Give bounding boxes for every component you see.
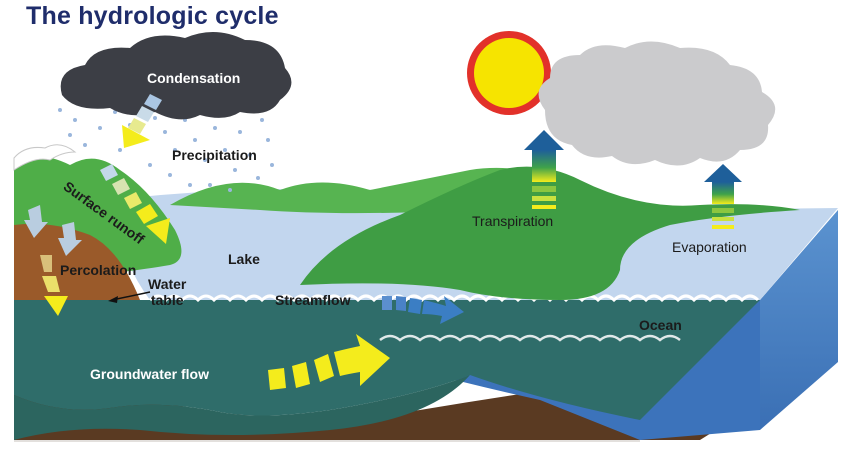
label-water-table-line2: table bbox=[150, 292, 184, 308]
water-table-pointer bbox=[111, 291, 151, 301]
shore-wave-line bbox=[148, 294, 760, 303]
precipitation-dots bbox=[58, 103, 274, 192]
label-ocean: Ocean bbox=[639, 317, 682, 333]
ocean-right-face bbox=[760, 210, 838, 430]
white-cloud bbox=[538, 41, 776, 166]
surface-runoff-arrow bbox=[100, 164, 170, 244]
snow-cap bbox=[13, 144, 77, 171]
label-streamflow: Streamflow bbox=[275, 292, 351, 308]
groundwater-flow-arrow bbox=[268, 334, 390, 390]
sun bbox=[467, 31, 551, 115]
label-transpiration: Transpiration bbox=[472, 213, 554, 229]
storm-cloud bbox=[60, 31, 292, 120]
label-condensation: Condensation bbox=[147, 70, 241, 86]
label-evaporation: Evaporation bbox=[672, 239, 747, 255]
streamflow-arrow bbox=[382, 296, 464, 324]
label-precipitation: Precipitation bbox=[172, 147, 257, 163]
ocean-wave-line bbox=[379, 334, 681, 342]
percolation-arrows bbox=[24, 205, 82, 316]
label-groundwater-flow: Groundwater flow bbox=[90, 366, 209, 382]
evaporation-arrow bbox=[704, 164, 742, 229]
label-water-table: Water table bbox=[148, 276, 186, 308]
label-water-table-line1: Water bbox=[148, 276, 187, 292]
label-lake: Lake bbox=[228, 251, 260, 267]
label-percolation: Percolation bbox=[60, 262, 137, 278]
groundwater-lower bbox=[14, 375, 470, 440]
center-hill bbox=[300, 166, 800, 300]
page-title: The hydrologic cycle bbox=[26, 2, 279, 30]
transpiration-arrow bbox=[524, 130, 564, 209]
condensation-arrow bbox=[122, 94, 162, 148]
